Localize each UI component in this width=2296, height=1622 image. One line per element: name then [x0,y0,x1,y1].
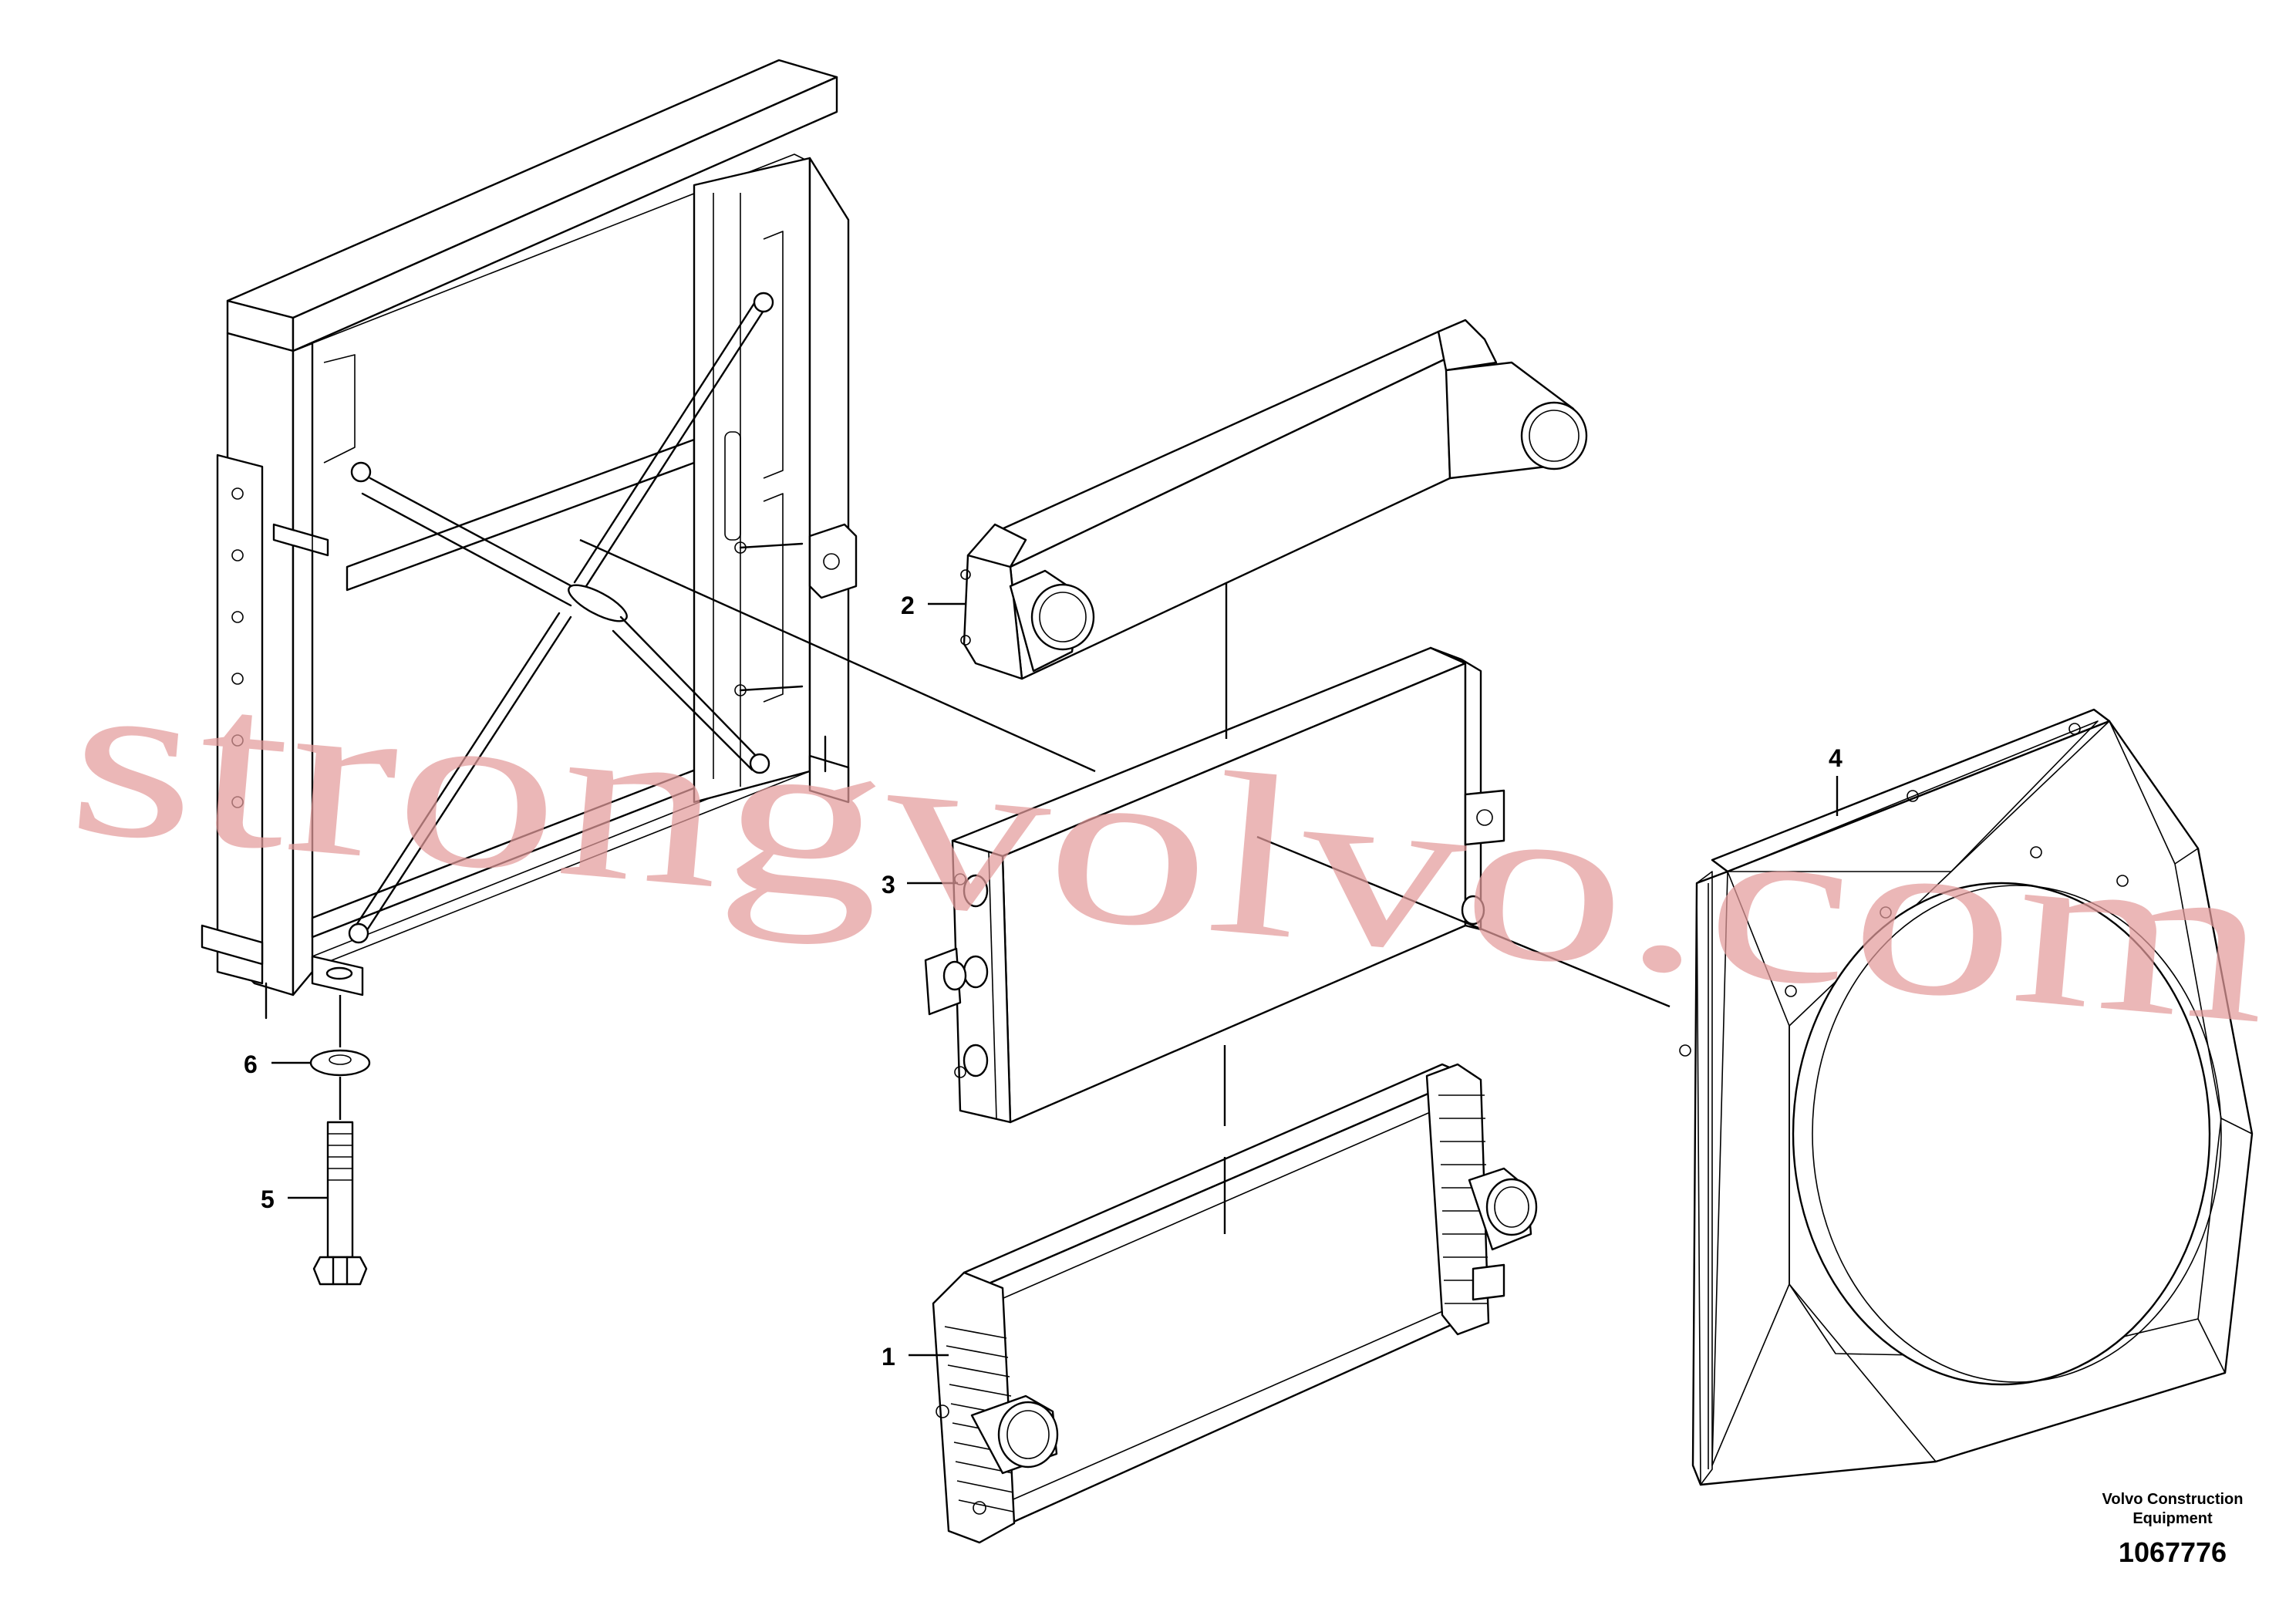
callout-3: 3 [882,871,958,899]
radiator-core [924,646,1505,1124]
callout-label: 5 [261,1185,275,1213]
brand-line-2: Equipment [2132,1510,2213,1527]
washer-part [309,1049,371,1077]
callout-label: 2 [901,592,915,619]
callout-label: 6 [244,1050,258,1078]
radiator-frame [201,59,858,1020]
callout-4: 4 [1829,744,1843,816]
callout-5: 5 [261,1185,328,1213]
intercooler [932,1063,1538,1544]
document-number: 1067776 [2119,1536,2227,1568]
callout-label: 1 [882,1343,895,1371]
bolt-part [312,1121,368,1286]
fan-shroud [1679,708,2254,1486]
callout-label: 4 [1829,744,1843,772]
brand-line-1: Volvo Construction [2102,1491,2244,1508]
assembly-lines [579,538,1671,1234]
callout-2: 2 [901,592,966,619]
callout-1: 1 [882,1343,949,1371]
callout-6: 6 [244,1050,311,1078]
charge-air-cooler-top [960,319,1588,680]
callout-label: 3 [882,871,895,899]
